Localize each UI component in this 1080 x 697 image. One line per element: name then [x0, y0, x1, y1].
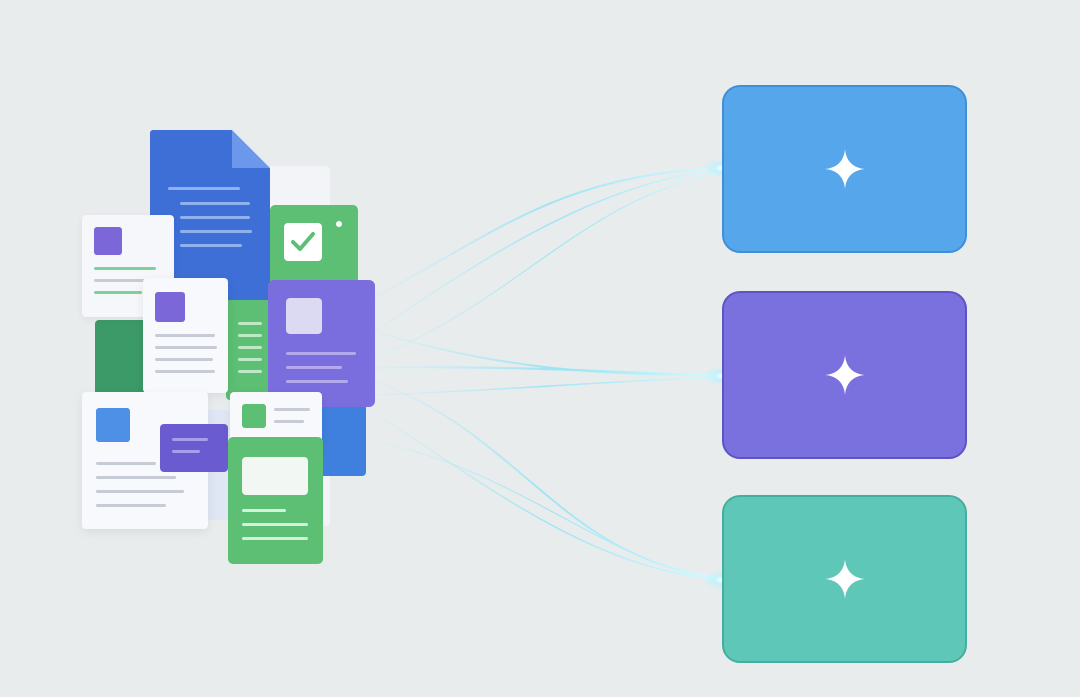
- document-green-bottom: [228, 437, 323, 564]
- document-purple: [268, 280, 375, 407]
- document-purple-small: [160, 424, 228, 472]
- target-box-teal: [722, 495, 967, 663]
- sparkle-icon: [824, 559, 865, 599]
- document-white-topleft: [82, 215, 174, 317]
- checkmark-icon: [284, 223, 322, 261]
- flow-line: [369, 169, 723, 336]
- target-box-purple: [722, 291, 967, 459]
- flow-line: [369, 171, 723, 361]
- document-blue-strip: [318, 398, 366, 476]
- flow-line: [369, 409, 723, 581]
- flow-line: [369, 167, 723, 301]
- sparkle-icon: [824, 149, 865, 189]
- flow-line: [369, 377, 723, 396]
- fold-corner: [232, 130, 270, 168]
- sparkle-icon: [824, 355, 865, 395]
- flow-line: [369, 439, 723, 583]
- flow-line: [368, 366, 724, 378]
- target-box-blue: [722, 85, 967, 253]
- document-green-column: [226, 300, 274, 400]
- document-white-center: [143, 278, 228, 393]
